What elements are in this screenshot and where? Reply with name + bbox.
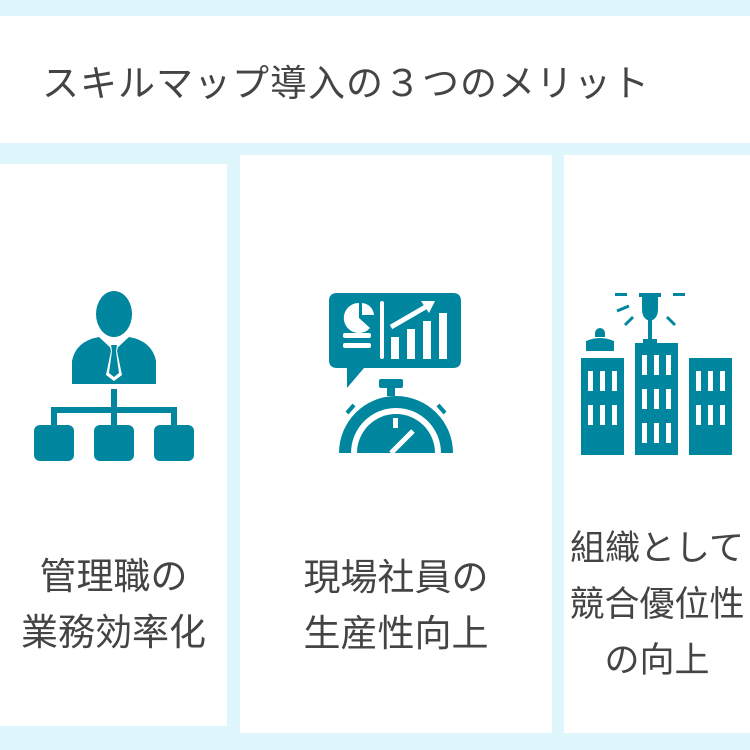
header: スキルマップ導入の３つのメリット: [0, 16, 750, 143]
merit-card-manager: 管理職の 業務効率化: [0, 164, 227, 726]
merit-text: 組織として 競合優位性 の向上: [564, 521, 750, 689]
merit-card-organization: 組織として 競合優位性 の向上: [564, 155, 750, 733]
merit-line: 業務効率化: [21, 611, 206, 654]
merit-line: 競合優位性: [569, 585, 745, 625]
merit-line: 組織として: [570, 529, 744, 569]
merit-line: 生産性向上: [303, 612, 489, 655]
merit-line: の向上: [604, 641, 710, 681]
merit-text: 管理職の 業務効率化: [0, 549, 227, 661]
merit-card-productivity: 現場社員の 生産性向上: [240, 155, 552, 733]
merit-text: 現場社員の 生産性向上: [240, 550, 552, 662]
merit-line: 現場社員の: [303, 556, 489, 599]
page-title: スキルマップ導入の３つのメリット: [42, 61, 650, 105]
merit-line: 管理職の: [39, 555, 188, 598]
trophy-podium-icon: [581, 293, 732, 455]
manager-hierarchy-icon: [33, 291, 194, 461]
productivity-stopwatch-icon: [329, 293, 461, 455]
